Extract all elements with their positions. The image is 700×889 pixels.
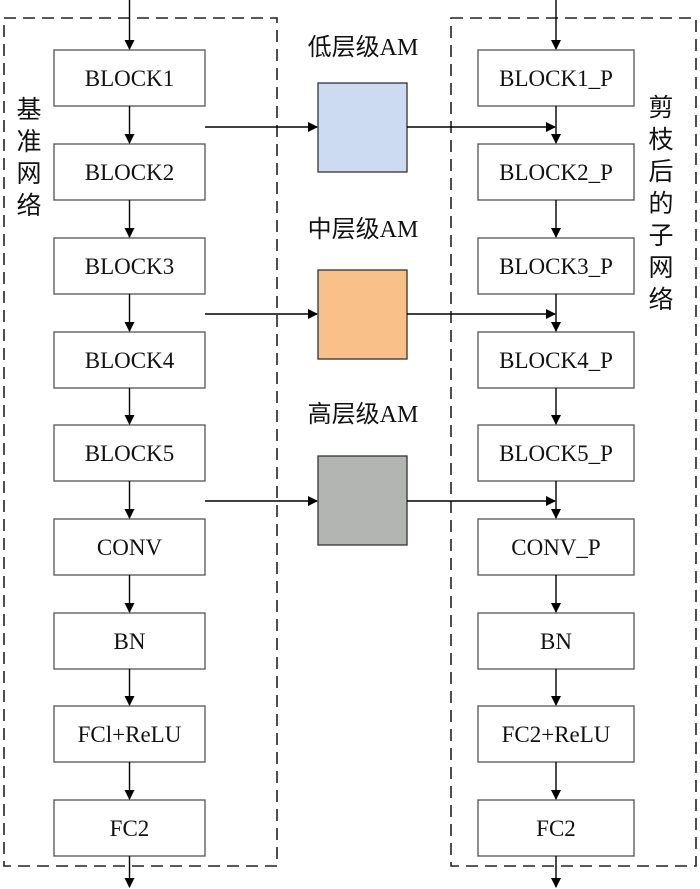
attention-module-box <box>317 269 408 360</box>
baseline-block: CONV <box>53 518 206 576</box>
baseline-block-label: FCl+ReLU <box>78 722 182 747</box>
baseline-block-rect <box>53 799 206 857</box>
attention-module-title: 低层级AM <box>308 34 419 61</box>
baseline-block: BLOCK4 <box>53 331 206 389</box>
pruned-block-rect <box>477 49 635 107</box>
pruned-block: FC2 <box>477 799 635 857</box>
pruned-block-label: BLOCK4_P <box>499 348 613 373</box>
pruned-block-label: BLOCK1_P <box>499 66 613 91</box>
attention-modules: 低层级AM 中层级AM 高层级AM <box>308 34 419 546</box>
baseline-block-rect <box>53 237 206 295</box>
baseline-block: BN <box>53 612 206 670</box>
baseline-block-label: BLOCK3 <box>85 254 174 279</box>
attention-module: 低层级AM <box>308 34 419 173</box>
pruned-block: BLOCK3_P <box>477 237 635 295</box>
attention-module-title: 高层级AM <box>308 401 419 428</box>
baseline-block: FCl+ReLU <box>53 705 206 763</box>
baseline-block-label: BLOCK5 <box>85 441 174 466</box>
baseline-network-label: 基准网络 <box>16 96 41 220</box>
attention-module: 中层级AM <box>308 216 419 360</box>
pruned-block-rect <box>477 237 635 295</box>
baseline-block: FC2 <box>53 799 206 857</box>
pruned-network-frame <box>450 17 697 867</box>
pruned-block: BLOCK4_P <box>477 331 635 389</box>
pruned-block-rect <box>477 518 635 576</box>
baseline-block-label: BLOCK2 <box>85 160 174 185</box>
baseline-block-rect <box>53 143 206 201</box>
baseline-block-rect <box>53 705 206 763</box>
baseline-block-label: BLOCK4 <box>85 348 175 373</box>
pruned-block: BLOCK5_P <box>477 424 635 482</box>
pruned-block: FC2+ReLU <box>477 705 635 763</box>
pruned-block-label: BN <box>540 629 572 654</box>
baseline-block: BLOCK1 <box>53 49 206 107</box>
pruned-block: BLOCK2_P <box>477 143 635 201</box>
pruned-block-label: FC2 <box>536 816 576 841</box>
pruned-block-label: BLOCK5_P <box>499 441 613 466</box>
pruned-block: BN <box>477 612 635 670</box>
baseline-network-frame <box>3 17 278 867</box>
baseline-block-rect <box>53 518 206 576</box>
baseline-block: BLOCK5 <box>53 424 206 482</box>
pruned-block-rect <box>477 331 635 389</box>
network-label-text: 剪枝后的子网络 <box>648 94 673 314</box>
pruned-block-rect <box>477 612 635 670</box>
attention-module-box <box>317 455 408 546</box>
pruned-block-rect <box>477 705 635 763</box>
baseline-block: BLOCK2 <box>53 143 206 201</box>
pruned-network-label: 剪枝后的子网络 <box>648 94 673 314</box>
baseline-block-rect <box>53 612 206 670</box>
pruned-network-blocks: BLOCK1_P BLOCK2_P BLOCK3_P BLOCK4_P BLOCK5_P… <box>477 49 635 857</box>
baseline-block-label: FC2 <box>110 816 150 841</box>
baseline-block-label: CONV <box>97 535 163 560</box>
network-label-text: 基准网络 <box>16 96 41 220</box>
pruned-block: BLOCK1_P <box>477 49 635 107</box>
pruned-block-rect <box>477 424 635 482</box>
attention-module-title: 中层级AM <box>308 216 419 243</box>
attention-module-box <box>317 82 408 173</box>
baseline-block-label: BLOCK1 <box>85 66 174 91</box>
baseline-block-label: BN <box>114 629 146 654</box>
attention-module: 高层级AM <box>308 401 419 546</box>
pruned-block-label: BLOCK2_P <box>499 160 613 185</box>
flow-arrows <box>124 0 561 888</box>
pruned-block: CONV_P <box>477 518 635 576</box>
baseline-block-rect <box>53 331 206 389</box>
pruned-block-label: BLOCK3_P <box>499 254 613 279</box>
baseline-block: BLOCK3 <box>53 237 206 295</box>
pruned-block-rect <box>477 143 635 201</box>
pruned-block-label: CONV_P <box>511 535 600 560</box>
pruned-block-label: FC2+ReLU <box>502 722 611 747</box>
pruned-block-rect <box>477 799 635 857</box>
